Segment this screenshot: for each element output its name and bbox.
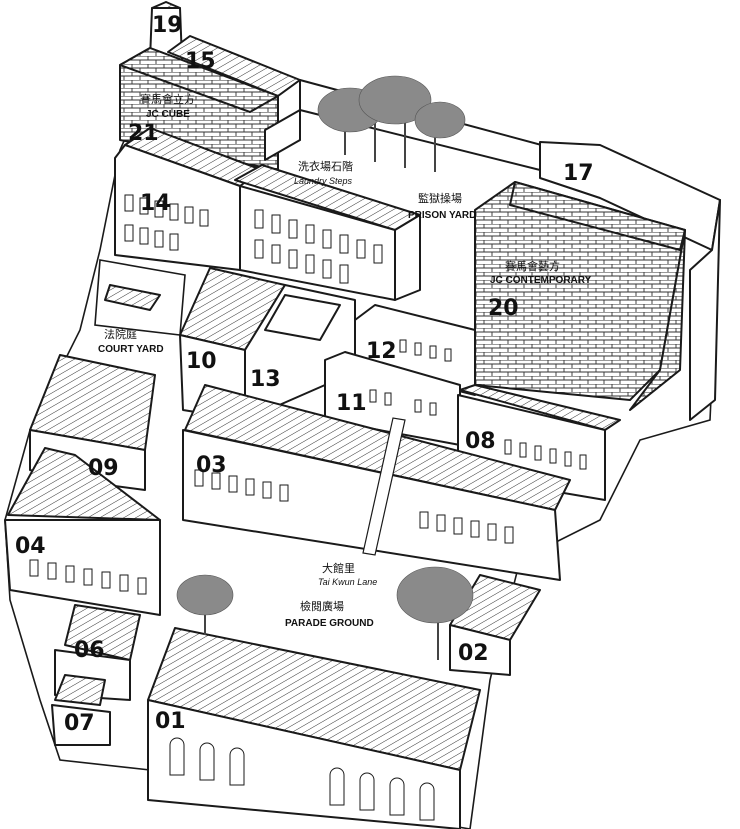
bridge-walkway [362, 417, 406, 556]
building-number-04: 04 [15, 534, 46, 559]
tree-icon [414, 101, 466, 139]
building-06[interactable] [54, 604, 141, 701]
jc-contemporary-label-cn: 賽馬會藝方 [505, 259, 560, 273]
building-number-14: 14 [140, 191, 171, 216]
laundry-steps-label-en: Laundry Steps [294, 176, 353, 186]
building-number-20: 20 [488, 296, 519, 321]
building-09[interactable] [29, 354, 156, 491]
jc-contemporary-label-en: JC CONTEMPORARY [490, 275, 592, 286]
laundry-steps-label-cn: 洗衣場石階 [298, 159, 353, 173]
building-number-21: 21 [128, 121, 159, 146]
building-number-12: 12 [366, 339, 397, 364]
building-17[interactable] [539, 141, 721, 421]
building-number-01: 01 [155, 709, 186, 734]
prison-yard-trees [317, 75, 466, 172]
building-14[interactable] [114, 127, 263, 271]
tree-icon [176, 574, 234, 616]
building-number-02: 02 [458, 641, 489, 666]
parade-ground-tree-right [396, 566, 474, 660]
building-number-11: 11 [336, 391, 367, 416]
tree-icon [358, 75, 432, 125]
building-number-17: 17 [563, 161, 594, 186]
jc-cube-label-cn: 賽馬會立方 [140, 92, 195, 106]
prison-yard-label-en: PRISON YARD [408, 210, 476, 221]
building-01[interactable] [147, 627, 481, 829]
tree-icon [396, 566, 474, 624]
building-20[interactable] [474, 181, 686, 411]
court-yard-label-cn: 法院庭 [104, 327, 137, 341]
parade-ground-label-en: PARADE GROUND [285, 618, 374, 629]
prison-yard-label-cn: 監獄操場 [418, 191, 462, 205]
tai-kwun-lane-label-en: Tai Kwun Lane [318, 577, 377, 587]
building-number-03: 03 [196, 453, 227, 478]
building-11[interactable] [324, 351, 461, 446]
building-04[interactable] [4, 447, 161, 616]
building-laundry-block [234, 164, 421, 301]
building-07[interactable] [51, 674, 111, 746]
building-number-09: 09 [88, 456, 119, 481]
parade-ground-tree-left [176, 574, 234, 635]
building-number-13: 13 [250, 367, 281, 392]
building-number-19: 19 [152, 13, 183, 38]
building-number-10: 10 [186, 349, 217, 374]
building-number-15: 15 [185, 49, 216, 74]
tai-kwun-lane-label-cn: 大館里 [322, 561, 355, 575]
building-number-08: 08 [465, 429, 496, 454]
building-03[interactable] [182, 384, 571, 581]
court-yard-label-en: COURT YARD [98, 344, 164, 355]
building-number-07: 07 [64, 711, 95, 736]
building-number-06: 06 [74, 638, 105, 663]
jc-cube-label-en: JC CUBE [146, 109, 190, 120]
parade-ground-label-cn: 檢閱廣場 [300, 599, 344, 613]
